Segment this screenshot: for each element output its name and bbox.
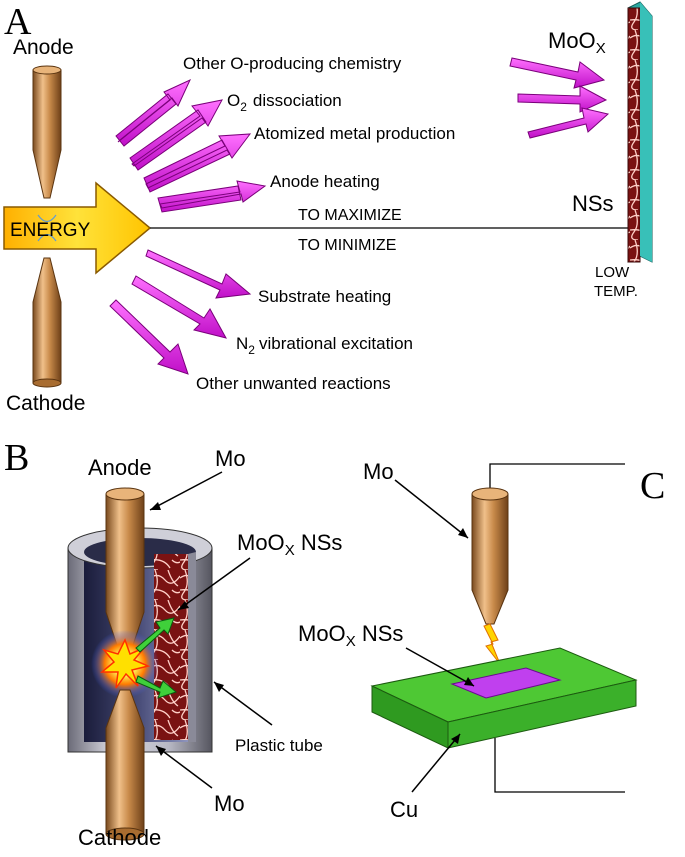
green-arrows-b [135, 617, 178, 699]
moox-label-c: MoOX NSs [298, 621, 403, 650]
tube-pointer [213, 681, 273, 726]
energy-arrow [3, 181, 152, 275]
anode-label-a: Anode [13, 36, 74, 59]
electrode-c [471, 487, 509, 625]
panel-label-c: C [640, 465, 665, 507]
mo-top-label-b: Mo [215, 446, 246, 471]
plastic-tube-label: Plastic tube [235, 736, 323, 755]
energy-label: ENERGY [10, 220, 91, 241]
cu-pointer [411, 733, 461, 793]
panel-label-a: A [4, 1, 32, 43]
max-item-o-chemistry: Other O-producing chemistry [183, 54, 402, 73]
moox-pointer-c [405, 647, 475, 687]
temp-label: TEMP. [594, 283, 638, 300]
spark-c [483, 623, 501, 665]
maximize-arrows [115, 78, 267, 213]
panel-label-b: B [4, 437, 29, 479]
moox-pointer-b [177, 557, 251, 611]
circuit-wire-bottom [494, 738, 625, 793]
max-item-anode-heating: Anode heating [270, 172, 380, 191]
maximize-label: TO MAXIMIZE [298, 207, 402, 224]
moox-arrows [509, 57, 610, 139]
anode-label-b: Anode [88, 455, 152, 480]
mo-bottom-label-b: Mo [214, 791, 245, 816]
cu-substrate [370, 647, 638, 749]
cathode-electrode-b [105, 689, 145, 841]
nanosheet-wall [627, 1, 653, 263]
cu-label: Cu [390, 797, 418, 822]
max-item-atomized-metal: Atomized metal production [254, 124, 455, 143]
min-item-substrate-heating: Substrate heating [258, 287, 391, 306]
circuit-wire-top [489, 463, 625, 494]
cathode-label-b: Cathode [78, 825, 161, 850]
mo-label-c: Mo [363, 459, 394, 484]
nss-label-a: NSs [572, 191, 614, 216]
low-label: LOW [595, 264, 630, 281]
cathode-electrode-a [32, 257, 62, 388]
moox-label-a: MoOX [548, 28, 606, 57]
anode-electrode-b [105, 487, 145, 655]
anode-electrode-a [32, 65, 62, 199]
moox-film-c [450, 667, 562, 699]
moox-label-b: MoOX NSs [237, 530, 342, 559]
cathode-label-a: Cathode [6, 392, 85, 415]
mo-top-pointer-b [149, 471, 223, 511]
mo-pointer-c [394, 479, 469, 539]
min-item-other-reactions: Other unwanted reactions [196, 374, 391, 393]
mo-bottom-pointer-b [155, 745, 213, 789]
minimize-arrows [109, 249, 252, 375]
minimize-label: TO MINIMIZE [298, 237, 396, 254]
